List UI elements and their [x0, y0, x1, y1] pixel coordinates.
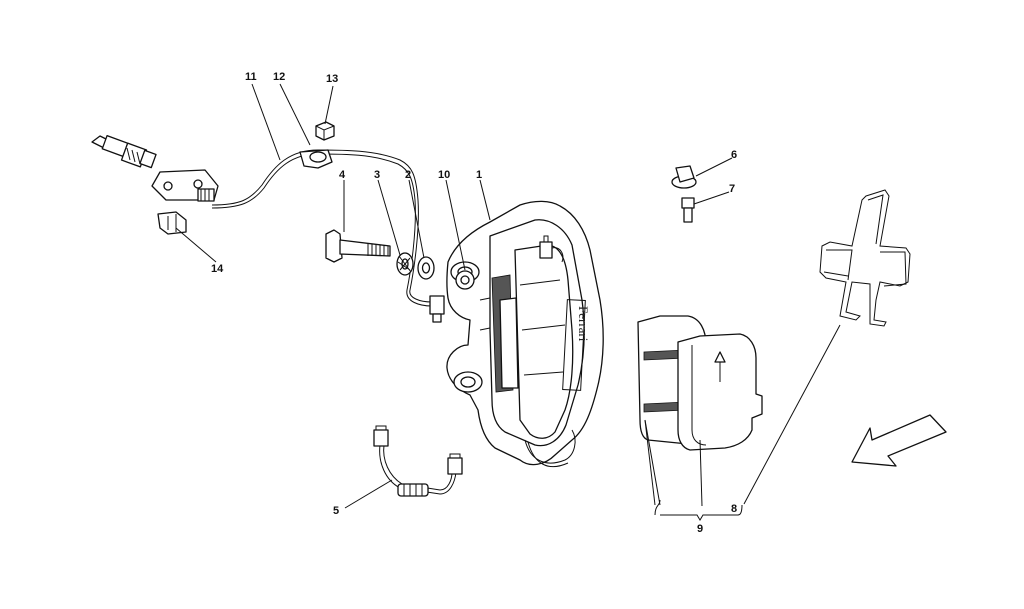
callout-2: 2 — [405, 169, 411, 181]
sensor-cable — [211, 149, 433, 307]
bolt-part-4 — [325, 229, 391, 263]
callout-11: 11 — [245, 71, 257, 83]
sensor-plug — [429, 295, 445, 323]
callout-10: 10 — [438, 169, 450, 181]
cable-clamp-part-12 — [299, 149, 333, 169]
callout-7: 7 — [729, 183, 735, 195]
anti-rattle-spring-part-8 — [819, 189, 911, 327]
callout-5: 5 — [333, 505, 339, 517]
washer-part-3 — [396, 252, 414, 276]
callout-3: 3 — [374, 169, 380, 181]
brake-caliper-part-1: Ferrari — [446, 200, 604, 468]
direction-arrow-icon — [851, 414, 947, 467]
callout-8: 8 — [731, 503, 737, 515]
callout-1: 1 — [476, 169, 482, 181]
callout-9: 9 — [697, 523, 703, 535]
washer-part-2 — [417, 256, 435, 280]
callout-4: 4 — [339, 169, 346, 181]
caliper-logo: Ferrari — [576, 306, 591, 342]
sensor-connector — [91, 135, 157, 169]
callout-6: 6 — [731, 149, 737, 161]
brake-pipe-part-5 — [373, 425, 463, 497]
washer-part-10 — [455, 270, 475, 290]
callout-labels: 1 2 3 4 5 6 7 8 9 10 11 12 13 14 — [211, 71, 737, 535]
bleed-screw-part-7 — [681, 197, 695, 223]
callout-13: 13 — [326, 73, 338, 85]
callout-12: 12 — [273, 71, 285, 83]
sensor-bracket — [151, 169, 219, 202]
leader-lines — [175, 83, 841, 509]
brake-pads-part-9 — [637, 315, 763, 521]
nut-part-13 — [315, 121, 335, 141]
clip-part-14 — [157, 211, 187, 235]
callout-14: 14 — [211, 263, 224, 275]
bleed-cap-part-6 — [671, 165, 697, 189]
